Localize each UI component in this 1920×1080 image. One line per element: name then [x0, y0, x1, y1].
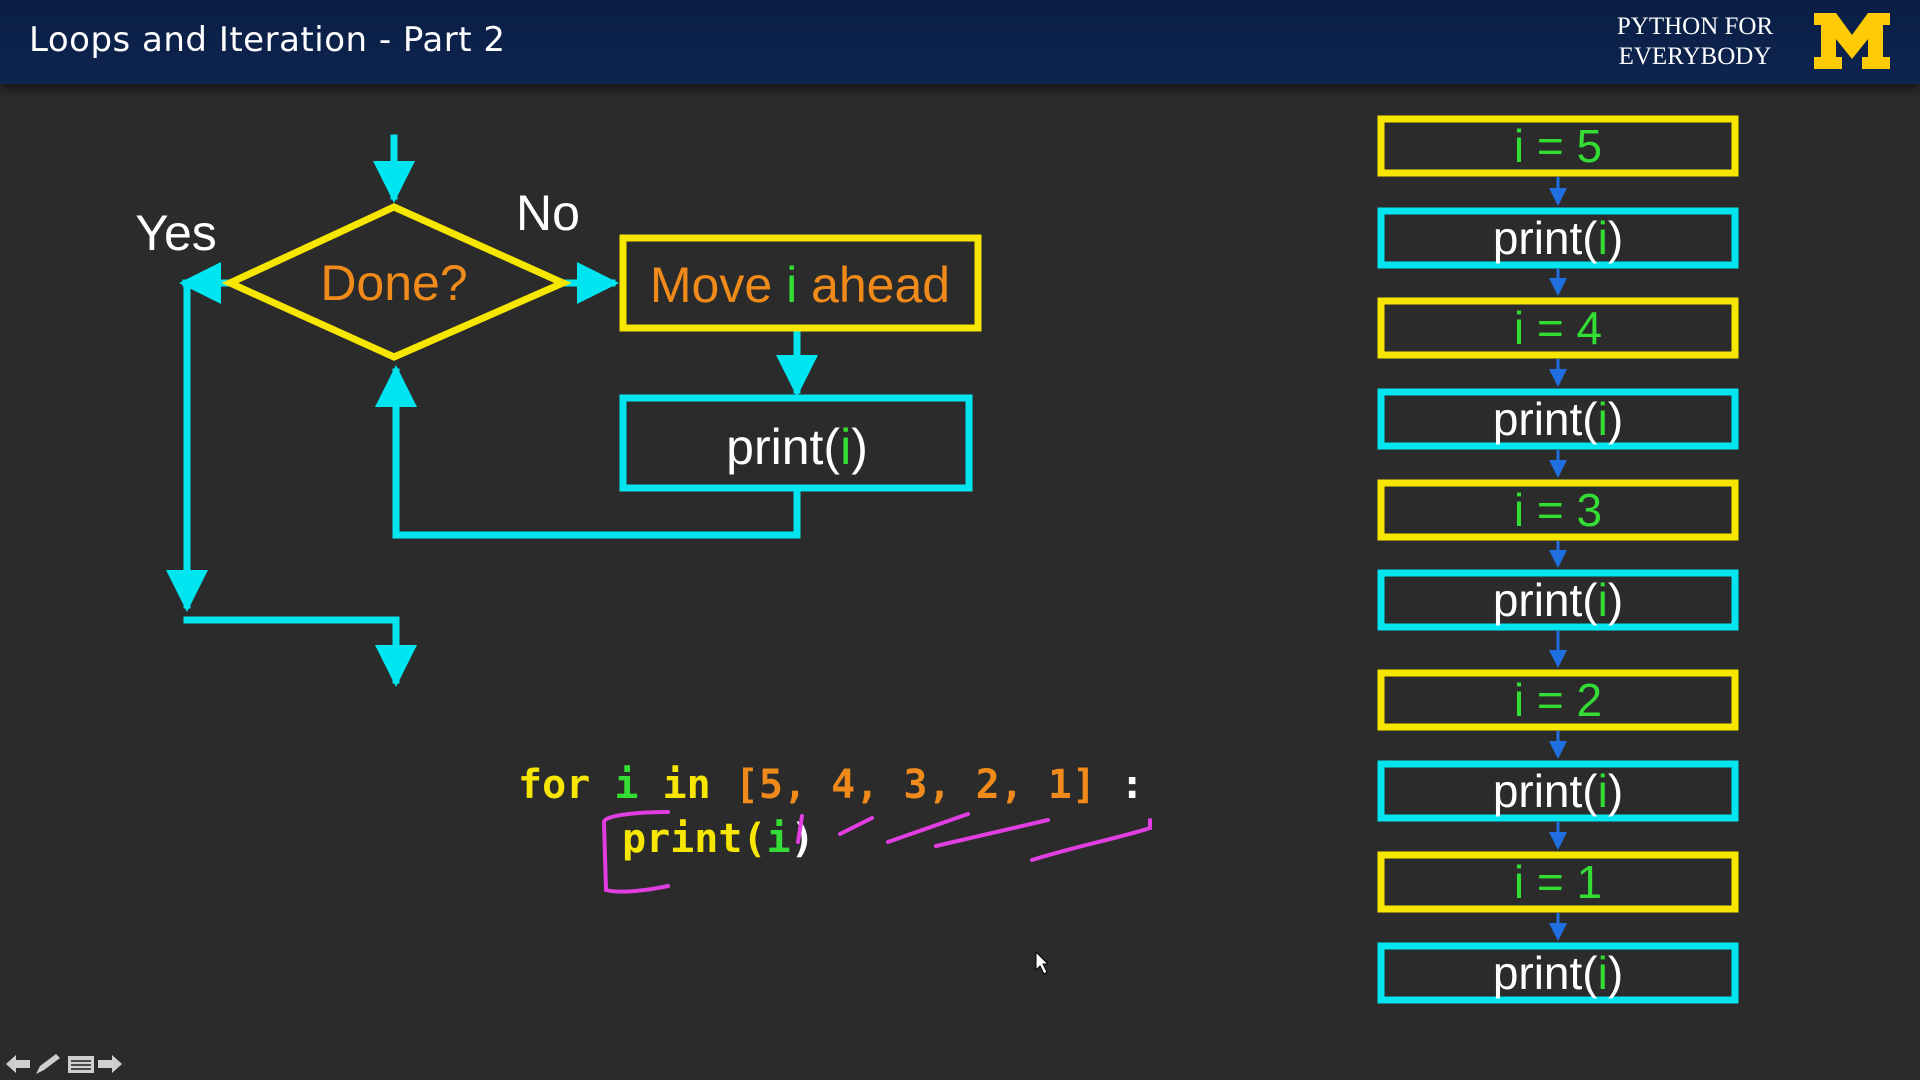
pen-annotations — [601, 810, 1152, 894]
trace-assign-box — [1377, 297, 1739, 359]
trace-assign-box — [1377, 115, 1739, 177]
pen-icon[interactable] — [36, 1054, 60, 1074]
trace-value: 5 — [1577, 120, 1603, 172]
trace-print-label: print(i) — [1493, 212, 1623, 264]
trace-prefix: print( — [1493, 393, 1598, 445]
trace-assign-label: i = 2 — [1514, 674, 1602, 726]
trace-prefix: print( — [1493, 947, 1598, 999]
trace-var: i — [1598, 212, 1608, 264]
brand-line-2: EVERYBODY — [1618, 43, 1772, 70]
trace-value: 2 — [1577, 674, 1603, 726]
trace-var: i — [1514, 856, 1524, 908]
annotation-underline-1 — [838, 816, 874, 836]
code-print-var: i — [767, 816, 791, 862]
trace-print-box — [1377, 207, 1739, 269]
code-list: [5, 4, 3, 2, 1] — [735, 762, 1096, 808]
trace-suffix: ) — [1608, 765, 1623, 817]
loop-back-arrow — [375, 365, 801, 539]
slide-header: Loops and Iteration - Part 2 PYTHON FOR … — [0, 0, 1920, 84]
print-prefix: print( — [726, 419, 840, 475]
trace-print-box — [1377, 760, 1739, 822]
trace-var: i — [1514, 120, 1524, 172]
trace-var: i — [1598, 947, 1608, 999]
mouse-cursor-icon — [1035, 950, 1050, 975]
menu-icon[interactable] — [68, 1056, 94, 1073]
annotation-tick — [796, 814, 804, 844]
annotation-underline-4 — [1030, 818, 1152, 862]
decision-label: Done? — [320, 255, 467, 311]
yes-arrow — [166, 279, 234, 612]
university-of-michigan-m-logo — [1814, 13, 1890, 69]
print-suffix: ) — [851, 419, 868, 475]
move-ahead-var: i — [786, 257, 797, 313]
code-line-print: print(i) — [622, 816, 815, 862]
trace-assign-box — [1377, 669, 1739, 731]
print-box — [619, 394, 973, 492]
annotation-underline-3 — [934, 818, 1050, 848]
trace-assign-label: i = 5 — [1514, 120, 1602, 172]
trace-assign-box — [1377, 479, 1739, 541]
trace-var: i — [1598, 393, 1608, 445]
code-keyword-in: in — [663, 762, 711, 808]
move-ahead-prefix: Move — [650, 257, 786, 313]
trace-op: = — [1524, 674, 1576, 726]
trace-assign-box — [1377, 851, 1739, 913]
trace-suffix: ) — [1608, 947, 1623, 999]
trace-print-label: print(i) — [1493, 947, 1623, 999]
move-ahead-box — [619, 234, 982, 332]
forward-arrow-icon[interactable] — [98, 1055, 122, 1073]
trace-value: 3 — [1577, 484, 1603, 536]
trace-op: = — [1524, 856, 1576, 908]
trace-assign-label: i = 1 — [1514, 856, 1602, 908]
trace-var: i — [1514, 674, 1524, 726]
trace-var: i — [1598, 765, 1608, 817]
print-var: i — [840, 419, 851, 475]
code-colon: : — [1120, 762, 1144, 808]
trace-op: = — [1524, 484, 1576, 536]
trace-suffix: ) — [1608, 393, 1623, 445]
brand-line-1: PYTHON FOR — [1616, 13, 1774, 40]
annotation-underline-2 — [886, 812, 970, 844]
trace-prefix: print( — [1493, 212, 1598, 264]
annotation-bracket — [601, 810, 670, 894]
trace-print-box — [1377, 388, 1739, 450]
trace-value: 1 — [1577, 856, 1603, 908]
trace-assign-label: i = 4 — [1514, 302, 1602, 354]
brand-text: PYTHON FOR EVERYBODY — [1600, 12, 1790, 72]
trace-value: 4 — [1577, 302, 1603, 354]
trace-var: i — [1598, 574, 1608, 626]
code-loop-var: i — [614, 762, 638, 808]
yes-label: Yes — [135, 205, 217, 261]
move-ahead-suffix: ahead — [797, 257, 950, 313]
trace-print-box — [1377, 569, 1739, 631]
trace-print-label: print(i) — [1493, 574, 1623, 626]
decision-diamond — [221, 203, 572, 361]
trace-var: i — [1514, 484, 1524, 536]
code-line-for: for i in [5, 4, 3, 2, 1] : — [518, 762, 1144, 808]
trace-prefix: print( — [1493, 765, 1598, 817]
flowchart-connectors — [166, 134, 818, 687]
trace-print-label: print(i) — [1493, 393, 1623, 445]
trace-assign-label: i = 3 — [1514, 484, 1602, 536]
code-print-fn: print( — [622, 816, 767, 862]
slide-title: Loops and Iteration - Part 2 — [29, 20, 506, 60]
trace-suffix: ) — [1608, 574, 1623, 626]
trace-print-box — [1377, 942, 1739, 1004]
back-arrow-icon[interactable] — [6, 1055, 30, 1073]
trace-op: = — [1524, 302, 1576, 354]
print-label: print(i) — [726, 419, 868, 475]
no-label: No — [516, 185, 580, 241]
code-keyword-for: for — [518, 762, 590, 808]
trace-suffix: ) — [1608, 212, 1623, 264]
trace-prefix: print( — [1493, 574, 1598, 626]
slide-nav — [4, 1052, 124, 1076]
move-ahead-label: Move i ahead — [650, 257, 950, 313]
exit-arrow — [183, 616, 417, 687]
trace-var: i — [1514, 302, 1524, 354]
trace-print-label: print(i) — [1493, 765, 1623, 817]
trace-op: = — [1524, 120, 1576, 172]
